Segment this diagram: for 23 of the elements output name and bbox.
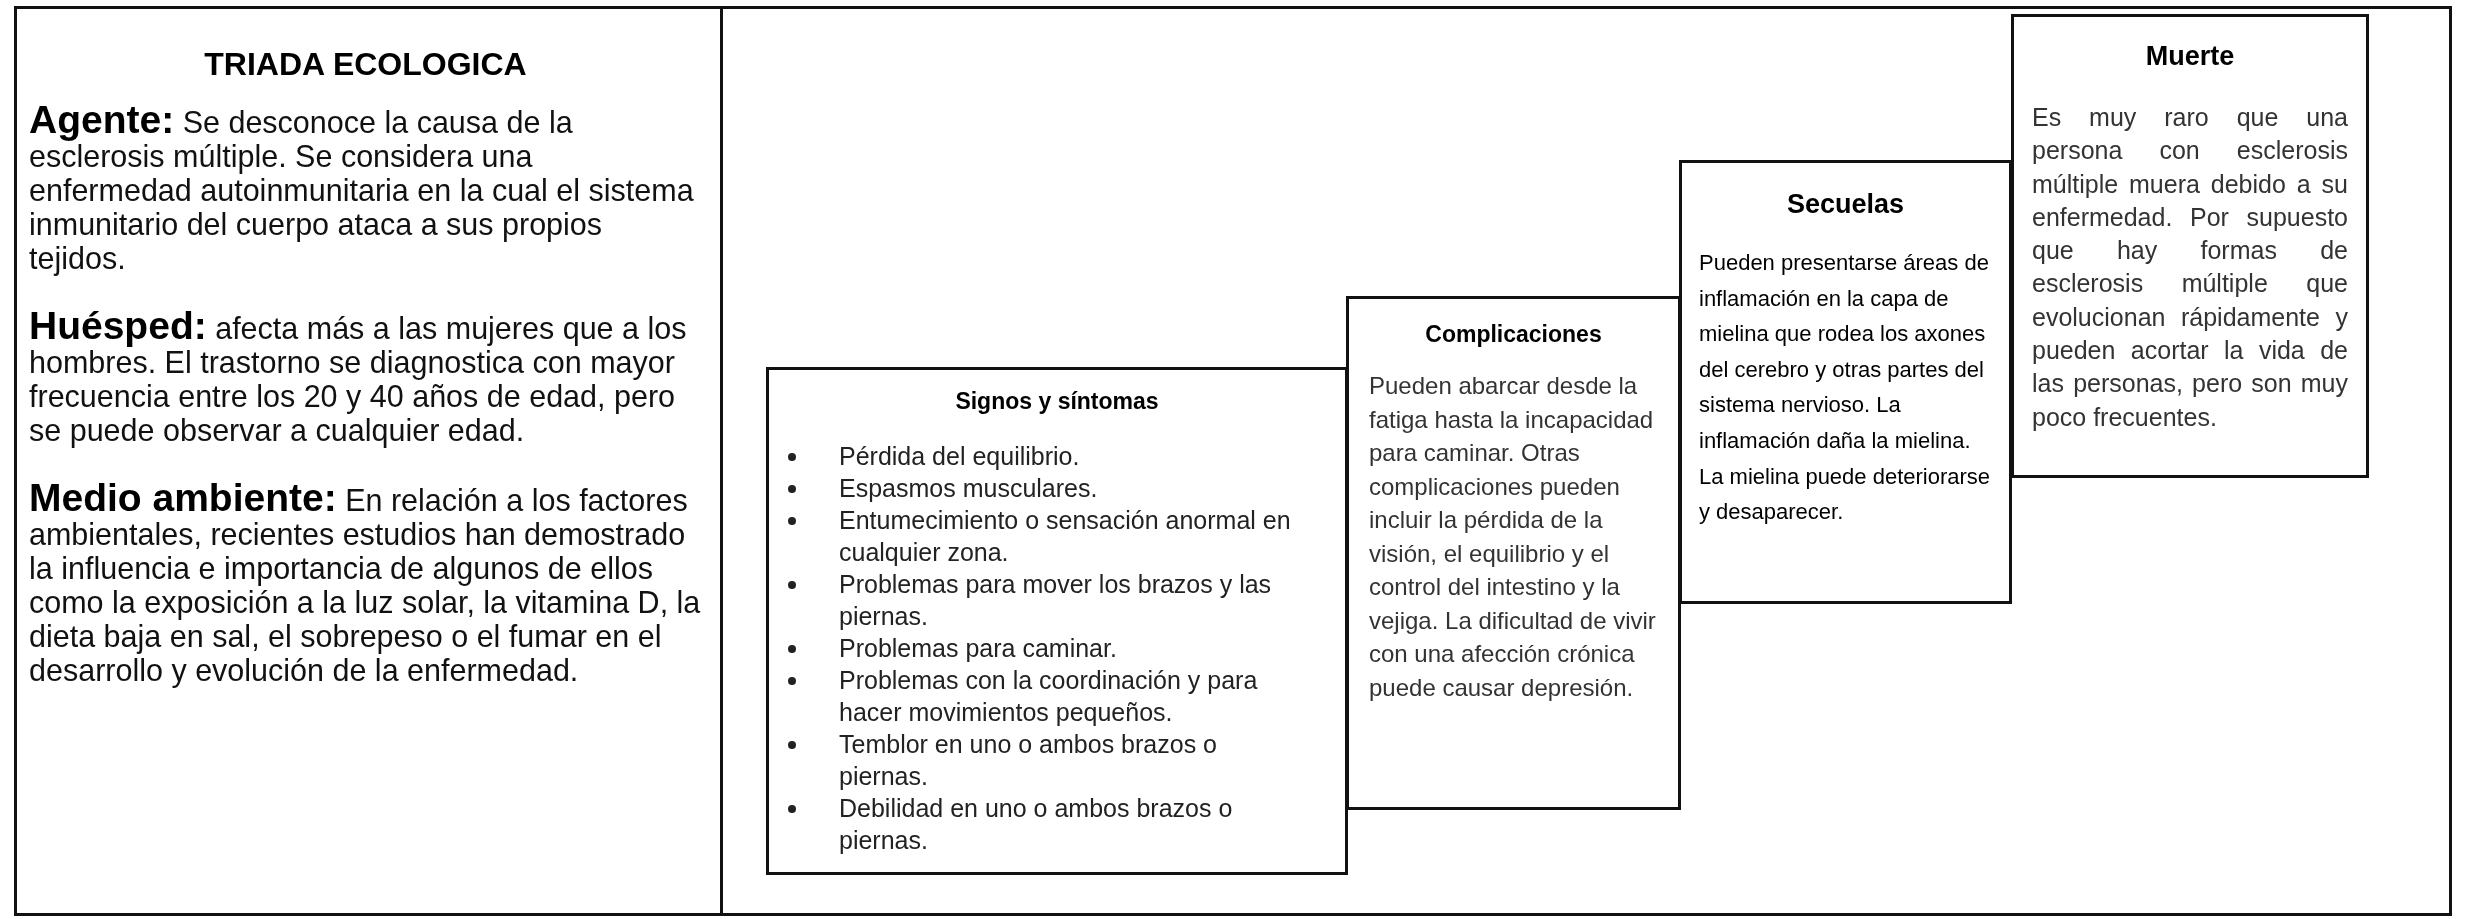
text-box — [1346, 296, 1681, 810]
box-text: Es muy raro que una persona con esclerosis múltiple muera debido a su enfermedad. Por supuesto que hay formas de esclerosis múltiple que evolucionan rápidamente y pueden acortar la vida de las personas, pero son muy poco frecuentes. — [2031, 102, 2349, 433]
box-heading: Muerte — [2144, 40, 2236, 73]
list-item: Problemas con la coordinación y para hacer movimientos pequeños. — [839, 666, 1258, 726]
list-item: Pérdida del equilibrio. — [839, 442, 1080, 470]
list-item: Temblor en uno o ambos brazos o piernas. — [839, 730, 1217, 790]
text-box — [2011, 14, 2369, 478]
list-item: Problemas para caminar. — [839, 634, 1117, 662]
text-box — [1679, 160, 2012, 604]
box-text: Pueden presentarse áreas de inflamación en la capa de mielina que rodea los axones del cerebro y otras partes del sistema nervioso. La inflamación daña la mielina. La mielina puede deteriorarse y desaparecer. — [1698, 249, 1992, 527]
paragraph: Medio ambiente: En relación a los factores ambientales, recientes estudios han demostrado la influencia e importancia de algunos de ellos como la exposición a la luz solar, la vitamina D, la dieta baja en sal, el sobrepeso o el fumar en el desarrollo y evolución de la enfermedad. — [29, 481, 702, 687]
box-heading: Complicaciones — [1424, 320, 1603, 349]
paragraph: Agente: Se desconoce la causa de la esclerosis múltiple. Se considera una enfermedad autoinmunitaria en la cual el sistema inmunitario del cuerpo ataca a sus propios tejidos. — [29, 103, 695, 275]
list-item: Entumecimiento o sensación anormal en cualquier zona. — [839, 506, 1291, 566]
cell-heading: TRIADA ECOLOGICA — [203, 46, 528, 83]
box-heading: Secuelas — [1785, 188, 1906, 221]
list-item: Espasmos musculares. — [839, 474, 1098, 502]
list-item: Problemas para mover los brazos y las piernas. — [839, 570, 1272, 630]
list-item: Debilidad en uno o ambos brazos o piernas. — [839, 794, 1233, 854]
box-heading: Signos y síntomas — [954, 387, 1160, 416]
paragraph: Huésped: afecta más a las mujeres que a los hombres. El trastorno se diagnostica con mayor frecuencia entre los 20 y 40 años de edad, pero se puede observar a cualquier edad. — [29, 309, 688, 447]
text-box — [766, 367, 1348, 875]
box-text: Pueden abarcar desde la fatiga hasta la incapacidad para caminar. Otras complicaciones pueden incluir la pérdida de la visión, el equilibrio y el control del intestino y la vejiga. La dificultad de vivir con una afección crónica puede causar depresión. — [1368, 371, 1657, 703]
